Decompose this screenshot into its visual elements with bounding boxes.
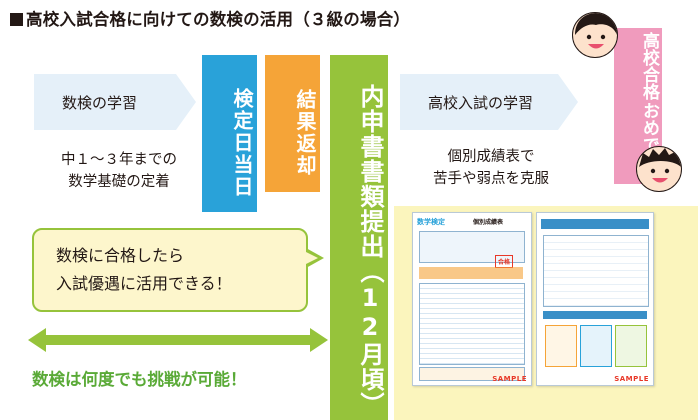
study-entrance-box: 高校入試の学習 [400,74,578,130]
report-right-content [543,235,649,307]
title-text: 高校入試合格に向けての数検の活用（３級の場合） [26,10,411,29]
exam-day-bar: 検定日当日 [202,55,257,212]
report-sheet-left: 数学検定 個別成績表 合格 SAMPLE [412,212,532,386]
square-bullet-icon [10,13,23,26]
naishin-bar: 内申書書類提出（12月頃） [330,55,388,420]
report-note-line1: 個別成績表で [447,149,535,165]
congrats-line1: 高校合格 [639,32,659,100]
report-comment-box [419,367,525,381]
bubble-line1: 数検に合格したら [56,246,185,265]
report-right-subheader [543,311,647,319]
speech-bubble: 数検に合格したら 入試優遇に活用できる！ [32,228,308,312]
report-sheet-right: SAMPLE [536,212,654,386]
study-suken-box: 数検の学習 [34,74,196,130]
result-return-label: 結果返却 [293,88,317,177]
exam-day-label: 検定日当日 [230,87,254,198]
bubble-tail-fill [304,251,318,265]
report-bar [419,267,523,279]
page-title: 高校入試合格に向けての数検の活用（３級の場合） [10,6,410,30]
report-heading: 個別成績表 [473,219,504,226]
girl-face-icon [572,12,618,58]
study-suken-label: 数検の学習 [62,93,138,112]
retry-message: 数検は何度でも挑戦が可能！ [32,370,247,389]
study-note: 中１～３年までの 数学基礎の定着 [34,149,204,193]
report-info-table [419,231,525,263]
report-note: 個別成績表で 苦手や弱点を克服 [406,146,576,190]
boy-face-icon [636,146,682,192]
report-score-table [419,283,525,365]
report-logo: 数学検定 [417,218,445,226]
naishin-label: 内申書書類提出 [356,84,384,259]
report-right-sample-label: SAMPLE [614,375,649,383]
study-note-line2: 数学基礎の定着 [68,174,170,190]
report-card-1 [545,325,577,367]
report-sample-label: SAMPLE [492,375,527,383]
report-card-2 [580,325,612,367]
report-card-3 [615,325,647,367]
naishin-month-label: （12月頃） [356,259,384,417]
study-note-line1: 中１～３年までの [61,152,177,168]
report-note-line2: 苦手や弱点を克服 [433,171,549,187]
double-arrow-icon [28,328,328,352]
study-entrance-label: 高校入試の学習 [428,93,534,112]
bubble-line2: 入試優遇に活用できる！ [56,274,232,293]
result-return-bar: 結果返却 [265,55,320,192]
report-right-header [541,219,649,229]
